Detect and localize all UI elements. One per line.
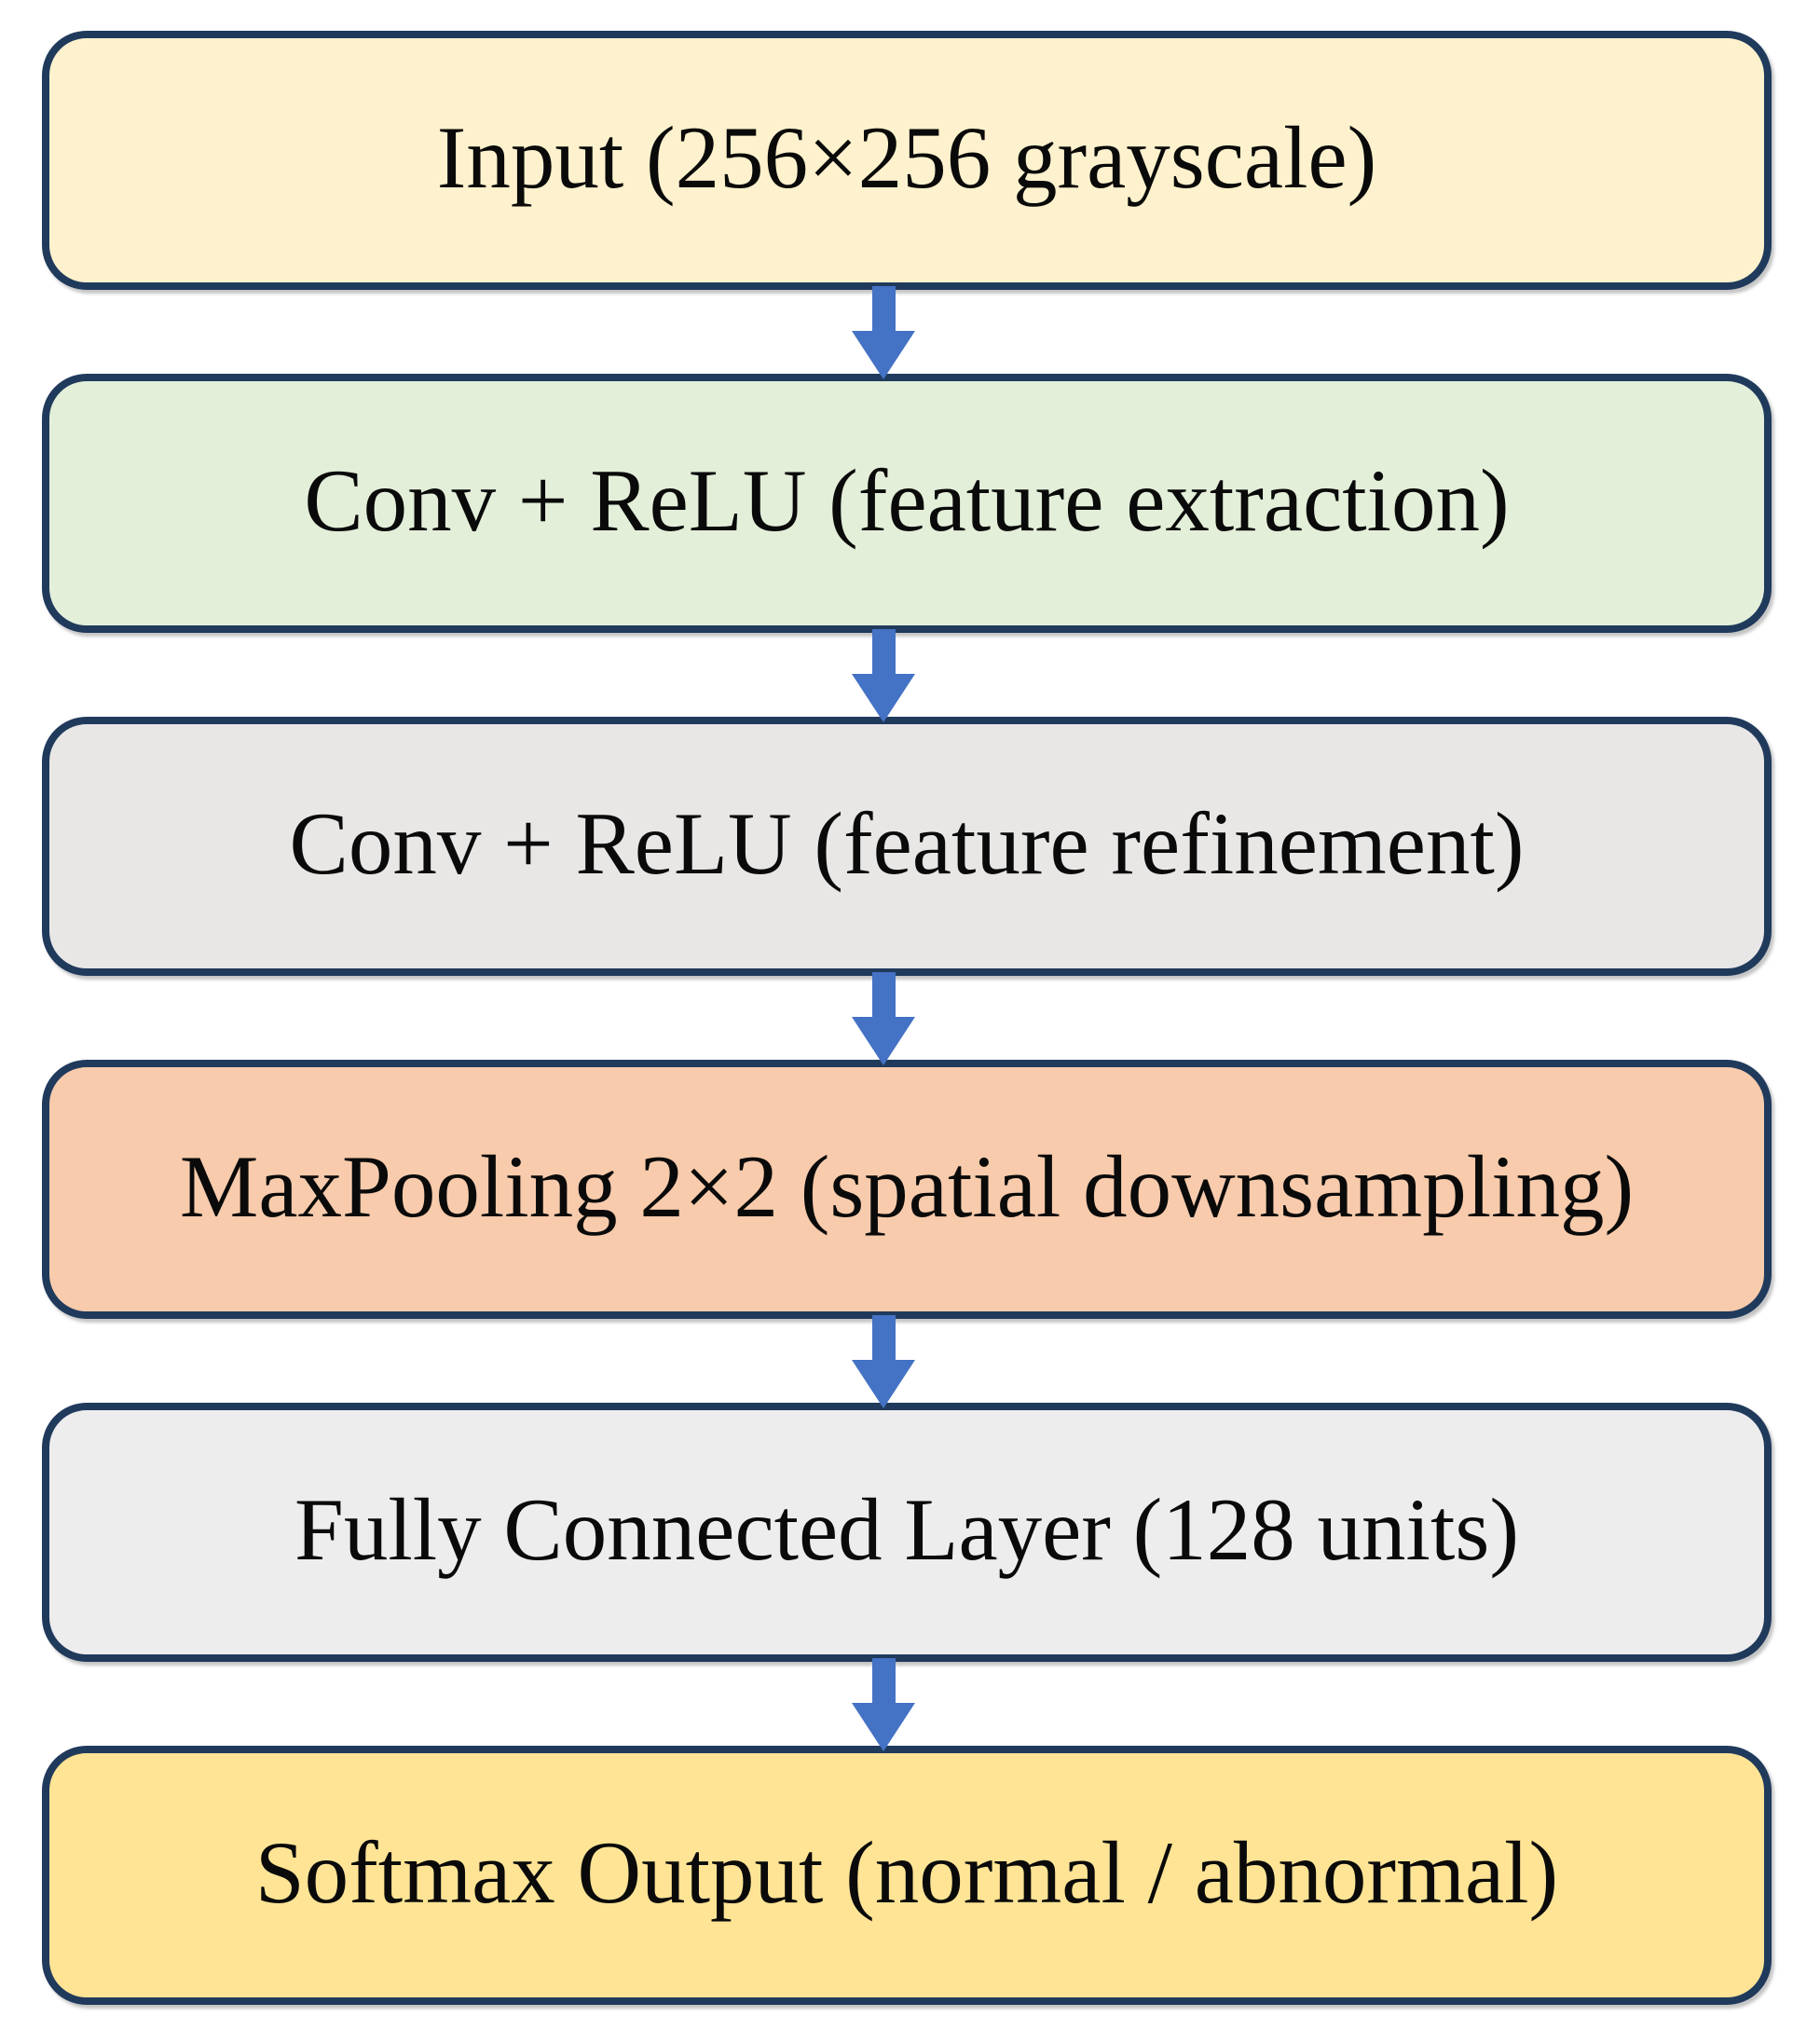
flow-node-conv-relu-refinement-label: Conv + ReLU (feature refinement) (289, 793, 1525, 893)
flow-node-conv-relu-refinement: Conv + ReLU (feature refinement) (42, 717, 1772, 976)
down-arrow-icon (19, 629, 1748, 722)
down-arrow-icon (19, 286, 1748, 379)
arrow-shaft (871, 972, 896, 1017)
flow-node-conv-relu-extraction: Conv + ReLU (feature extraction) (42, 374, 1772, 633)
arrow-shaft (871, 1658, 896, 1703)
flow-node-fully-connected: Fully Connected Layer (128 units) (42, 1403, 1772, 1662)
down-arrow-icon (19, 972, 1748, 1065)
flow-node-softmax-output-label: Softmax Output (normal / abnormal) (254, 1822, 1559, 1922)
flow-node-conv-relu-extraction-label: Conv + ReLU (feature extraction) (304, 450, 1510, 550)
flow-node-softmax-output: Softmax Output (normal / abnormal) (42, 1746, 1772, 2005)
flow-node-input: Input (256×256 grayscale) (42, 31, 1772, 290)
arrow-head (852, 1360, 915, 1408)
flow-node-fully-connected-label: Fully Connected Layer (128 units) (294, 1479, 1519, 1579)
arrow-head (852, 1703, 915, 1751)
arrow-shaft (871, 629, 896, 674)
arrow-shaft (871, 1315, 896, 1360)
arrow-head (852, 1017, 915, 1065)
down-arrow-icon (19, 1315, 1748, 1408)
arrow-head (852, 331, 915, 379)
flow-node-maxpooling: MaxPooling 2×2 (spatial downsampling) (42, 1060, 1772, 1319)
flow-node-maxpooling-label: MaxPooling 2×2 (spatial downsampling) (179, 1136, 1635, 1236)
down-arrow-icon (19, 1658, 1748, 1751)
arrow-head (852, 674, 915, 722)
arrow-shaft (871, 286, 896, 331)
flow-node-input-label: Input (256×256 grayscale) (436, 107, 1377, 207)
